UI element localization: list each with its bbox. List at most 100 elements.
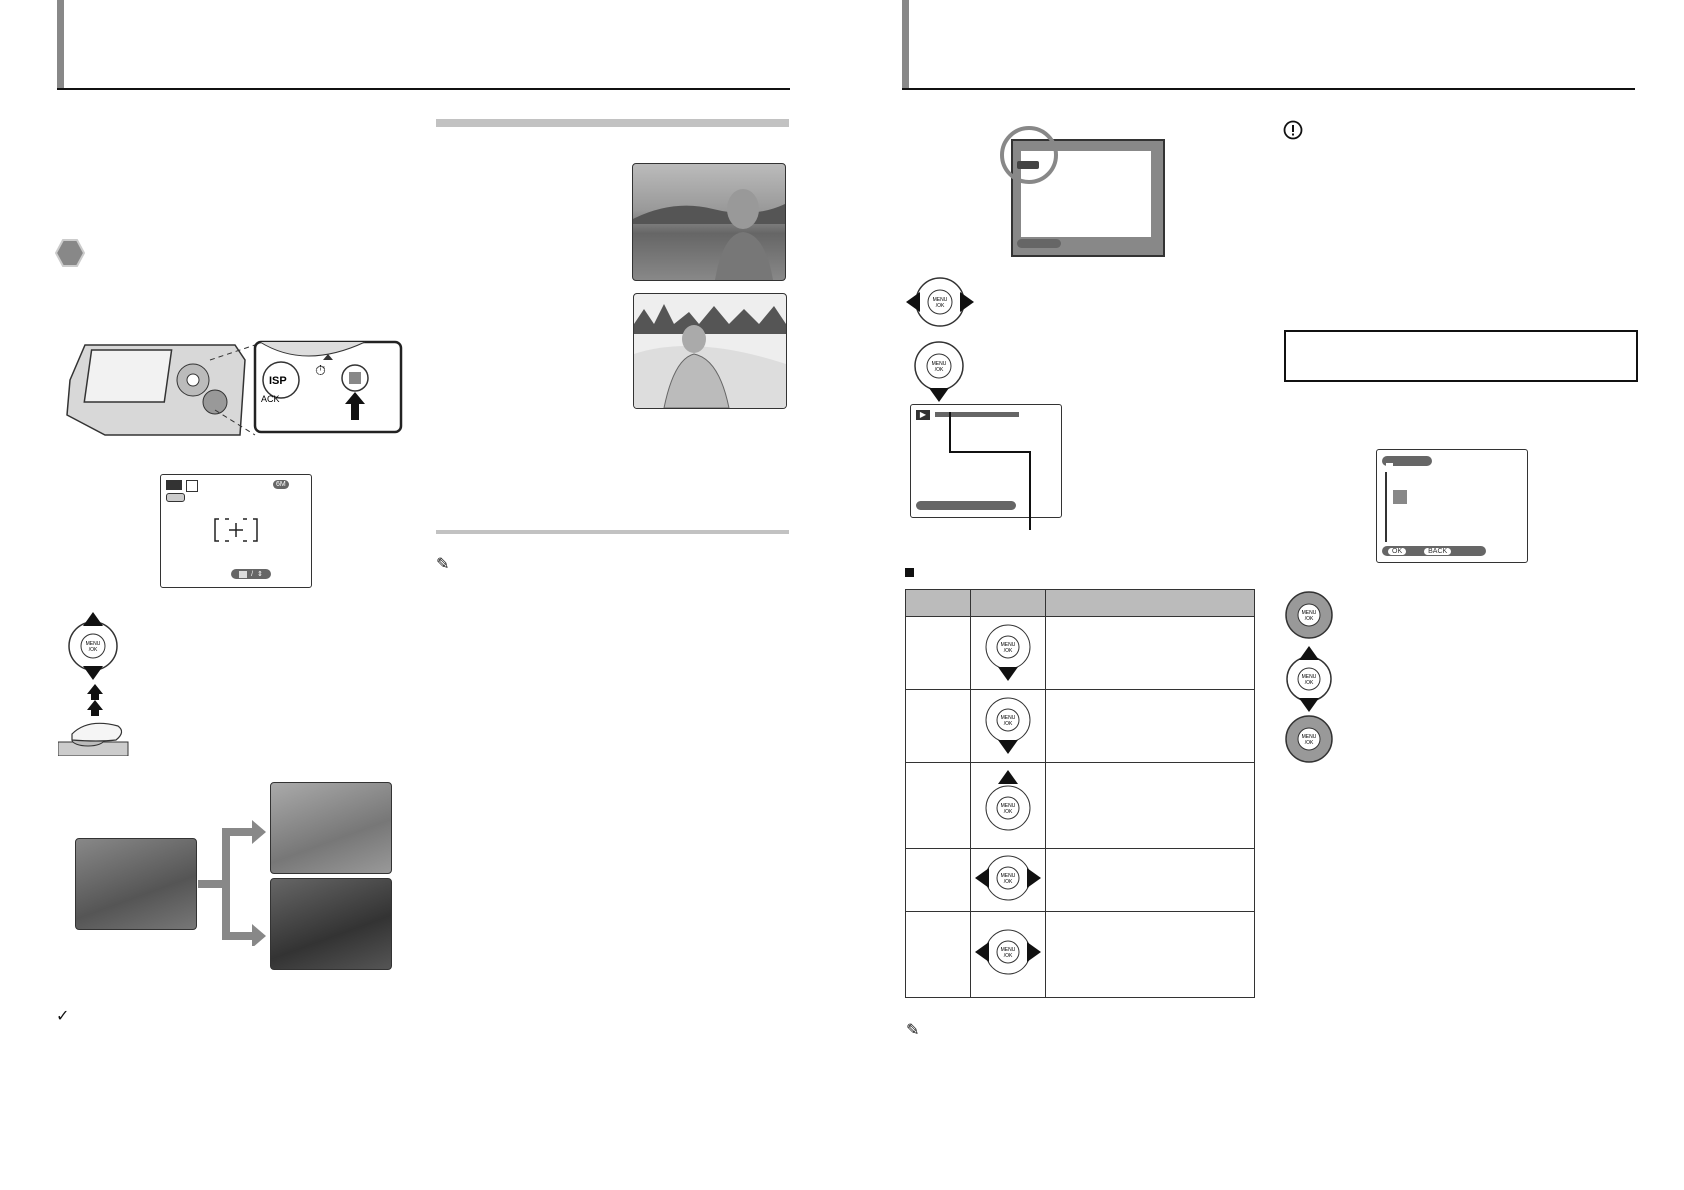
section-rule-bottom [436, 530, 789, 534]
table-cell [905, 911, 971, 998]
volume-controls-pill: OK BACK [1382, 546, 1486, 556]
dpad-down-icon: MENU /OK [914, 341, 964, 402]
svg-text:/OK: /OK [1004, 809, 1013, 815]
table-row: MENU /OK [905, 762, 1255, 849]
darker-photo [270, 878, 392, 970]
highlight-circle [1000, 126, 1058, 184]
svg-text:/OK: /OK [1004, 953, 1013, 959]
ev-indicator: / ⇕ [231, 569, 271, 579]
brighter-photo [270, 782, 392, 874]
memo-icon: ✎ [436, 554, 450, 573]
right-header-rule [902, 88, 1635, 90]
table-cell: MENU /OK [970, 689, 1046, 763]
volume-lcd: OK BACK [1376, 449, 1528, 563]
table-header-row [905, 589, 1255, 617]
svg-text:/OK: /OK [1305, 740, 1314, 746]
volume-level-marker [1393, 490, 1407, 504]
table-cell: MENU /OK [970, 848, 1046, 912]
table-row: MENU /OK [905, 616, 1255, 690]
table-header-cell [905, 589, 971, 617]
branch-arrows-icon [198, 820, 266, 946]
dpad-down-icon: MENU /OK [985, 697, 1031, 754]
table-cell [905, 762, 971, 849]
check-icon: ✓ [56, 1006, 70, 1025]
svg-text:/OK: /OK [1004, 721, 1013, 727]
table-cell: MENU /OK [970, 616, 1046, 690]
ev-separator: / [251, 570, 254, 578]
playback-nav-pill [916, 501, 1016, 510]
focus-frame-icon [214, 518, 258, 542]
svg-text:MENU: MENU [1001, 715, 1016, 721]
table-row: MENU /OK [905, 689, 1255, 763]
image-size-badge: 6M [273, 480, 289, 489]
section-rule-top [436, 119, 789, 127]
svg-text:MENU: MENU [1001, 803, 1016, 809]
table-cell [1045, 911, 1255, 998]
table-row: MENU /OK [905, 911, 1255, 998]
portrait-backlit-photo [632, 163, 786, 281]
face-detect-icon [186, 480, 198, 492]
table-header-cell [970, 589, 1046, 617]
ok-label: OK [1388, 547, 1407, 555]
svg-text:/OK: /OK [1305, 616, 1314, 622]
original-photo [75, 838, 197, 930]
svg-text:ISP: ISP [269, 375, 287, 387]
info-box [1284, 330, 1638, 382]
caution-icon [1283, 120, 1303, 140]
table-cell [1045, 616, 1255, 690]
dpad-left-right-icon: MENU /OK [906, 277, 974, 327]
progress-bar [935, 412, 1019, 417]
playback-mode-icon: ▶ [916, 410, 930, 420]
svg-text:/OK: /OK [1004, 879, 1013, 885]
svg-text:MENU: MENU [1001, 947, 1016, 953]
dpad-up-icon: MENU /OK [985, 770, 1031, 831]
camera-mode-icon [166, 480, 182, 490]
playback-down-pill [1017, 239, 1061, 248]
table-cell [1045, 848, 1255, 912]
operations-table: MENU /OK MENU /OK [905, 589, 1255, 998]
svg-text:/OK: /OK [935, 367, 944, 373]
dpad-up-down-icon: MENU /OK [1286, 646, 1332, 712]
svg-text:ACK: ACK [261, 394, 280, 404]
table-row: MENU /OK [905, 848, 1255, 912]
svg-text:/OK: /OK [1004, 648, 1013, 654]
callout-line [949, 412, 1031, 530]
dpad-left-right-icon: MENU /OK [975, 929, 1041, 975]
back-label: BACK [1424, 547, 1452, 555]
shooting-lcd: 6M / ⇕ [160, 474, 312, 588]
svg-text:MENU: MENU [86, 641, 101, 647]
table-cell: MENU /OK [970, 762, 1046, 849]
dpad-menu-press-icon: MENU /OK [1285, 591, 1333, 639]
svg-text:/OK: /OK [89, 647, 98, 653]
svg-text:MENU: MENU [1302, 734, 1317, 740]
playback-list-lcd: ▶ [910, 404, 1062, 518]
camera-illustration: ISP ACK ⏱ [65, 340, 405, 440]
svg-text:MENU: MENU [1302, 610, 1317, 616]
dpad-down-icon: MENU /OK [985, 624, 1031, 681]
dpad-menu-press-icon: MENU /OK [1285, 715, 1333, 763]
table-cell [1045, 762, 1255, 849]
table-cell [1045, 689, 1255, 763]
svg-text:/OK: /OK [1305, 680, 1314, 686]
table-cell [905, 848, 971, 912]
ev-arrows: ⇕ [257, 570, 263, 578]
shutter-press-icon [58, 684, 129, 756]
dpad-left-right-icon: MENU /OK [975, 855, 1041, 900]
right-header-bar [902, 0, 909, 90]
ev-icon [239, 570, 248, 578]
table-cell [905, 616, 971, 690]
svg-text:MENU: MENU [1302, 674, 1317, 680]
memo-icon: ✎ [906, 1020, 920, 1039]
table-cell: MENU /OK [970, 911, 1046, 998]
snow-portrait-photo [633, 293, 787, 409]
square-bullet [905, 568, 914, 577]
dpad-up-down-icon: MENU /OK [68, 612, 118, 680]
table-header-cell [1045, 589, 1255, 617]
svg-text:MENU: MENU [933, 297, 948, 303]
volume-scale [1385, 472, 1387, 542]
left-header-rule [57, 88, 790, 90]
battery-icon [166, 493, 185, 502]
volume-title-pill [1382, 456, 1432, 469]
svg-text:/OK: /OK [936, 303, 945, 309]
hexagon-bullet-icon [55, 239, 85, 267]
